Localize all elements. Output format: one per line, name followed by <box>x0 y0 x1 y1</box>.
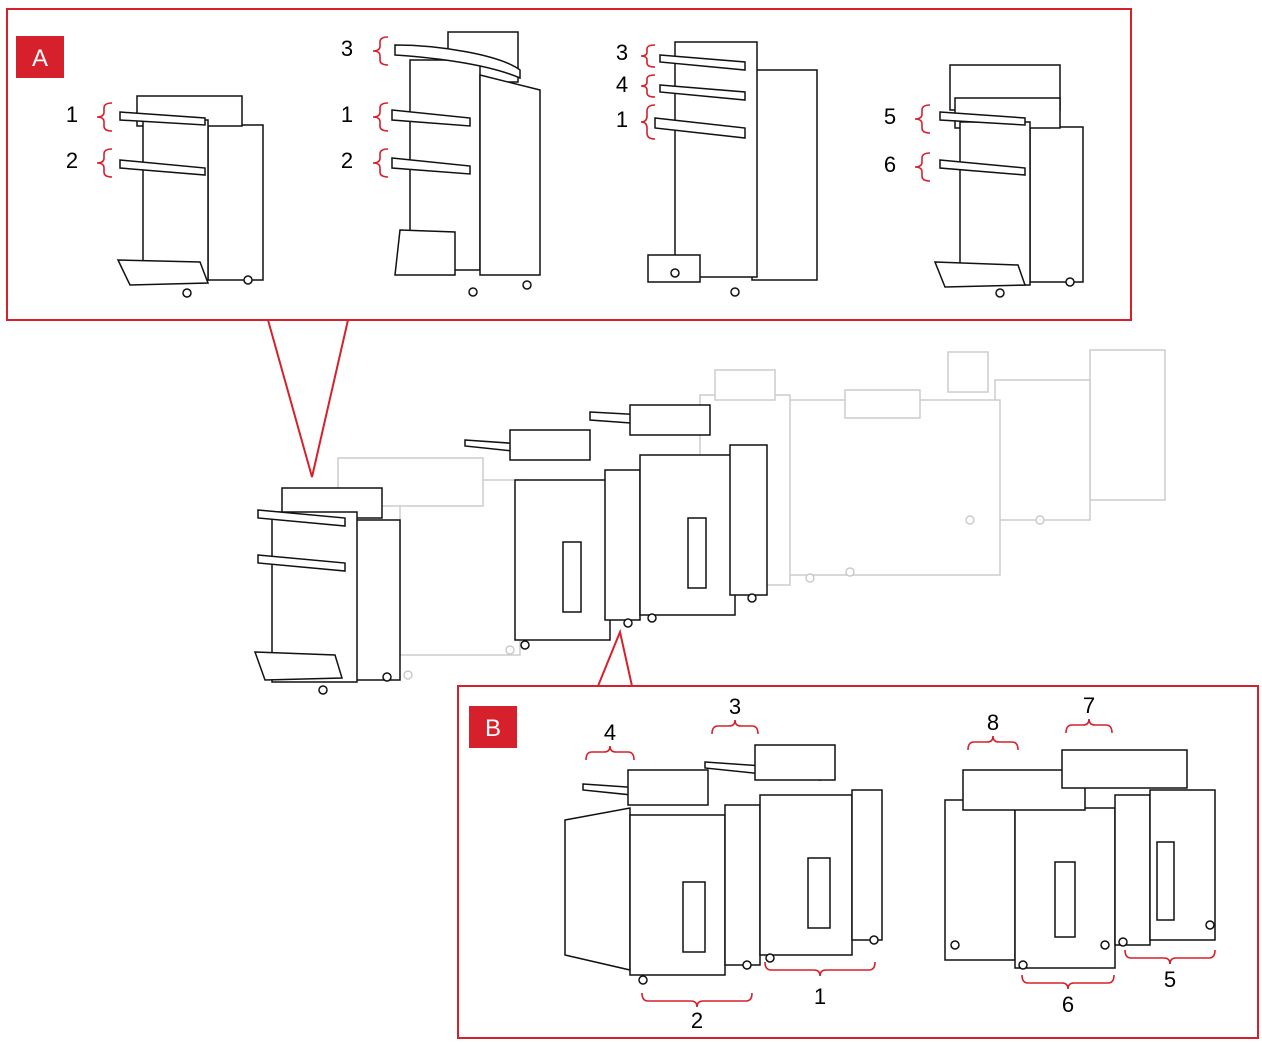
inserter-pair-alt <box>944 749 1216 970</box>
callout-brace <box>764 961 876 977</box>
inserter-units <box>464 404 768 650</box>
callout-brace <box>641 992 753 1008</box>
panel-a-badge-label: A <box>32 45 48 72</box>
callout-brace <box>640 44 656 68</box>
callout-label: 3 <box>729 694 741 719</box>
callout-label: 5 <box>1164 967 1176 992</box>
callout-brace <box>372 148 389 178</box>
panel-a-frame <box>6 8 1132 321</box>
callout-label: 6 <box>884 152 896 177</box>
panel-a-callouts: 1 2 3 1 2 3 4 1 5 6 <box>66 36 931 182</box>
panel-b-badge-label: B <box>485 715 501 742</box>
callout-label: 6 <box>1062 992 1074 1017</box>
callout-label: 7 <box>1083 693 1095 718</box>
finisher-unit-3 <box>647 41 818 297</box>
panel-a-badge <box>16 36 64 78</box>
callout-label: 2 <box>691 1008 703 1033</box>
callout-label: 1 <box>814 984 826 1009</box>
zoom-connectors <box>267 319 633 687</box>
callout-brace <box>640 74 656 98</box>
callout-label: 2 <box>66 148 78 173</box>
panel-b-badge <box>469 706 517 748</box>
callout-label: 2 <box>341 148 353 173</box>
panel-a: A <box>6 8 1132 321</box>
panel-b: B <box>457 685 1259 1039</box>
callout-brace <box>372 36 389 66</box>
callout-label: 1 <box>616 107 628 132</box>
callout-label: 1 <box>341 102 353 127</box>
panel-b-callouts: 4 3 2 1 8 7 6 5 <box>585 693 1216 1033</box>
callout-label: 8 <box>987 710 999 735</box>
callout-brace <box>372 102 389 132</box>
callout-brace <box>1124 949 1216 965</box>
callout-brace <box>640 104 656 140</box>
finisher-main <box>253 487 401 695</box>
callout-label: 3 <box>616 40 628 65</box>
callout-brace <box>585 745 635 761</box>
panel-b-frame <box>457 685 1259 1039</box>
callout-brace <box>711 719 759 735</box>
callout-label: 3 <box>341 36 353 61</box>
finisher-unit-4 <box>933 64 1084 298</box>
callout-brace <box>967 735 1019 751</box>
callout-brace <box>1065 718 1113 734</box>
callout-brace <box>914 104 931 134</box>
printer-line <box>253 349 1166 695</box>
callout-brace <box>1021 974 1115 990</box>
finisher-unit-2 <box>391 31 541 297</box>
callout-label: 1 <box>66 102 78 127</box>
finisher-unit-1 <box>116 95 264 298</box>
callout-brace <box>96 148 113 178</box>
callout-label: 4 <box>616 72 628 97</box>
callout-brace <box>914 152 931 182</box>
callout-label: 5 <box>884 104 896 129</box>
inserter-pair <box>564 744 883 985</box>
callout-label: 4 <box>604 720 616 745</box>
callout-brace <box>96 102 113 132</box>
